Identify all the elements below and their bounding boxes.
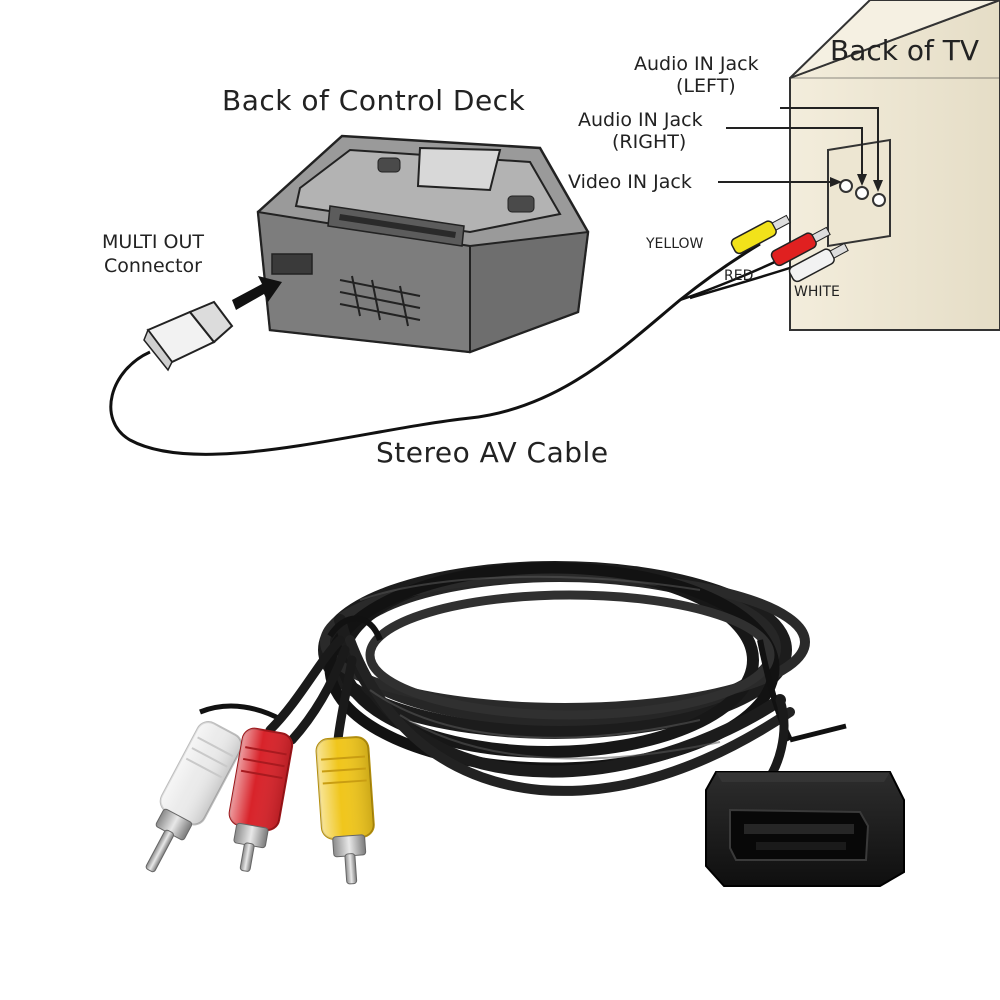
red-label: RED (724, 268, 753, 284)
jack-right-line1: Audio IN Jack (578, 109, 703, 131)
jack-left-line2: (LEFT) (676, 75, 736, 97)
control-deck-illustration (256, 134, 590, 354)
yellow-rca-plug (315, 736, 375, 885)
multi-out-plug-illustration (143, 300, 234, 372)
white-label: WHITE (794, 284, 840, 300)
yellow-plug (730, 220, 777, 255)
cable-photo (145, 561, 905, 887)
deck-title: Back of Control Deck (222, 84, 526, 117)
yellow-label: YELLOW (645, 236, 704, 252)
tv-title: Back of TV (830, 34, 979, 67)
insert-arrow-icon (232, 276, 282, 310)
white-rca-plug (145, 721, 243, 873)
jack-video-line1: Video IN Jack (568, 171, 692, 193)
diagram-rca-plugs (730, 214, 849, 283)
multi-out-connector-photo (705, 771, 905, 887)
cable-label: Stereo AV Cable (376, 436, 609, 469)
connection-diagram: Back of Control Deck Back of TV MULTI OU… (102, 0, 1000, 469)
red-rca-plug (228, 727, 294, 872)
jack-right-line2: (RIGHT) (612, 131, 686, 153)
connector-label-line1: MULTI OUT (102, 231, 204, 253)
connector-label-line2: Connector (104, 255, 202, 277)
jack-left-line1: Audio IN Jack (634, 53, 759, 75)
